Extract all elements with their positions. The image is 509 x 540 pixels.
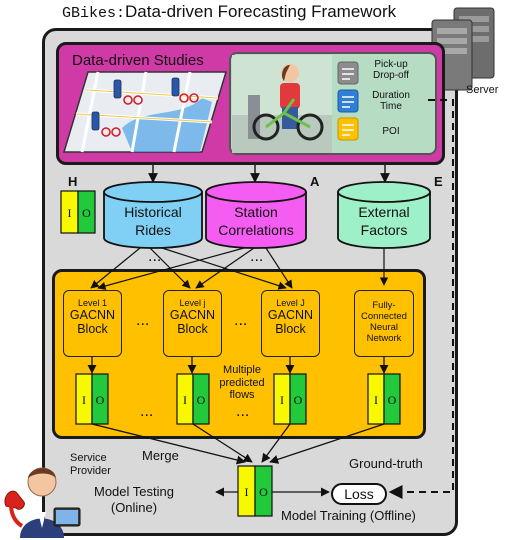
gacnn-block-level1: Level 1 GACNN Block [63, 290, 122, 357]
gacnn-block-levelJ: Level J GACNN Block [261, 290, 320, 357]
ellipsis-io-2: ... [236, 403, 250, 420]
correlations-line2: Correlations [218, 222, 293, 238]
historical-rides-cylinder [103, 181, 203, 249]
io-levelJ-output: O [294, 393, 303, 407]
legend-poi: POI [382, 126, 400, 137]
server-label: Server [466, 84, 499, 96]
io-pair-level1 [75, 373, 109, 425]
historical-line2: Rides [135, 222, 171, 238]
ellipsis-arrows-2: ... [250, 248, 264, 265]
gacnn-level1-title: GACNN Block [69, 308, 116, 336]
io-level1-output: O [96, 393, 105, 407]
h-io-pair [60, 190, 96, 234]
title-system-name: GBikes [62, 5, 117, 22]
final-io-output: O [259, 485, 268, 499]
marker-e: E [434, 174, 443, 189]
marker-a: A [310, 174, 320, 189]
io-levelj-output: O [197, 393, 206, 407]
model-pipeline-panel [52, 269, 426, 439]
external-line2: Factors [361, 222, 408, 238]
diagram-title: GBikes:Data-driven Forecasting Framework [62, 2, 396, 22]
fc-title: Fully- Connected Neural Network [361, 300, 407, 344]
pickup-dropoff-icon [337, 61, 359, 85]
io-pair-levelJ [273, 373, 307, 425]
correlations-line1: Station [234, 204, 278, 220]
final-io-input: I [245, 485, 249, 499]
ground-truth-label: Ground-truth [349, 456, 423, 471]
gacnn-level1-label: Level 1 [77, 298, 108, 308]
title-subtitle: Data-driven Forecasting Framework [125, 2, 397, 21]
gacnn-levelj-label: Level j [179, 298, 206, 308]
model-training-label: Model Training (Offline) [281, 508, 416, 523]
final-io-pair [237, 465, 273, 517]
io-fc-output: O [388, 393, 397, 407]
model-testing-label: Model Testing (Online) [94, 484, 174, 515]
io-fc-input: I [374, 393, 378, 407]
ellipsis-blocks-2: ... [234, 312, 248, 329]
title-separator: : [116, 5, 126, 22]
legend-icons [337, 61, 359, 141]
io-level1-input: I [82, 393, 86, 407]
io-pair-fc [367, 373, 401, 425]
predicted-flows-label: Multiple predicted flows [219, 364, 265, 401]
io-pair-levelj [176, 373, 210, 425]
bike-rider-photo [232, 55, 332, 153]
gacnn-block-levelj: Level j GACNN Block [163, 290, 222, 357]
studies-title: Data-driven Studies [72, 52, 204, 69]
fully-connected-block: Fully- Connected Neural Network [354, 290, 414, 357]
gacnn-levelJ-title: GACNN Block [267, 308, 314, 336]
loss-box: Loss [331, 483, 387, 505]
service-provider-icon [4, 467, 81, 538]
ellipsis-io-1: ... [140, 403, 154, 420]
bike-station-map-illustration [62, 71, 228, 153]
gacnn-levelj-title: GACNN Block [169, 308, 216, 336]
ellipsis-blocks-1: ... [136, 312, 150, 329]
legend-pickup-dropoff: Pick-up Drop-off [373, 59, 409, 81]
io-levelJ-input: I [280, 393, 284, 407]
historical-line1: Historical [124, 204, 182, 220]
io-levelj-input: I [183, 393, 187, 407]
ellipsis-arrows-1: ... [148, 248, 162, 265]
h-io-output: O [82, 206, 91, 220]
duration-time-icon [337, 89, 359, 113]
marker-h: H [68, 174, 77, 189]
merge-label: Merge [142, 448, 179, 463]
gacnn-levelJ-label: Level J [276, 298, 305, 308]
service-provider-label: Service Provider [70, 452, 111, 477]
poi-icon [337, 117, 359, 141]
external-line1: External [358, 204, 409, 220]
h-io-input: I [68, 206, 72, 220]
station-correlations-cylinder [205, 181, 307, 249]
legend-duration-time: Duration Time [372, 90, 410, 112]
